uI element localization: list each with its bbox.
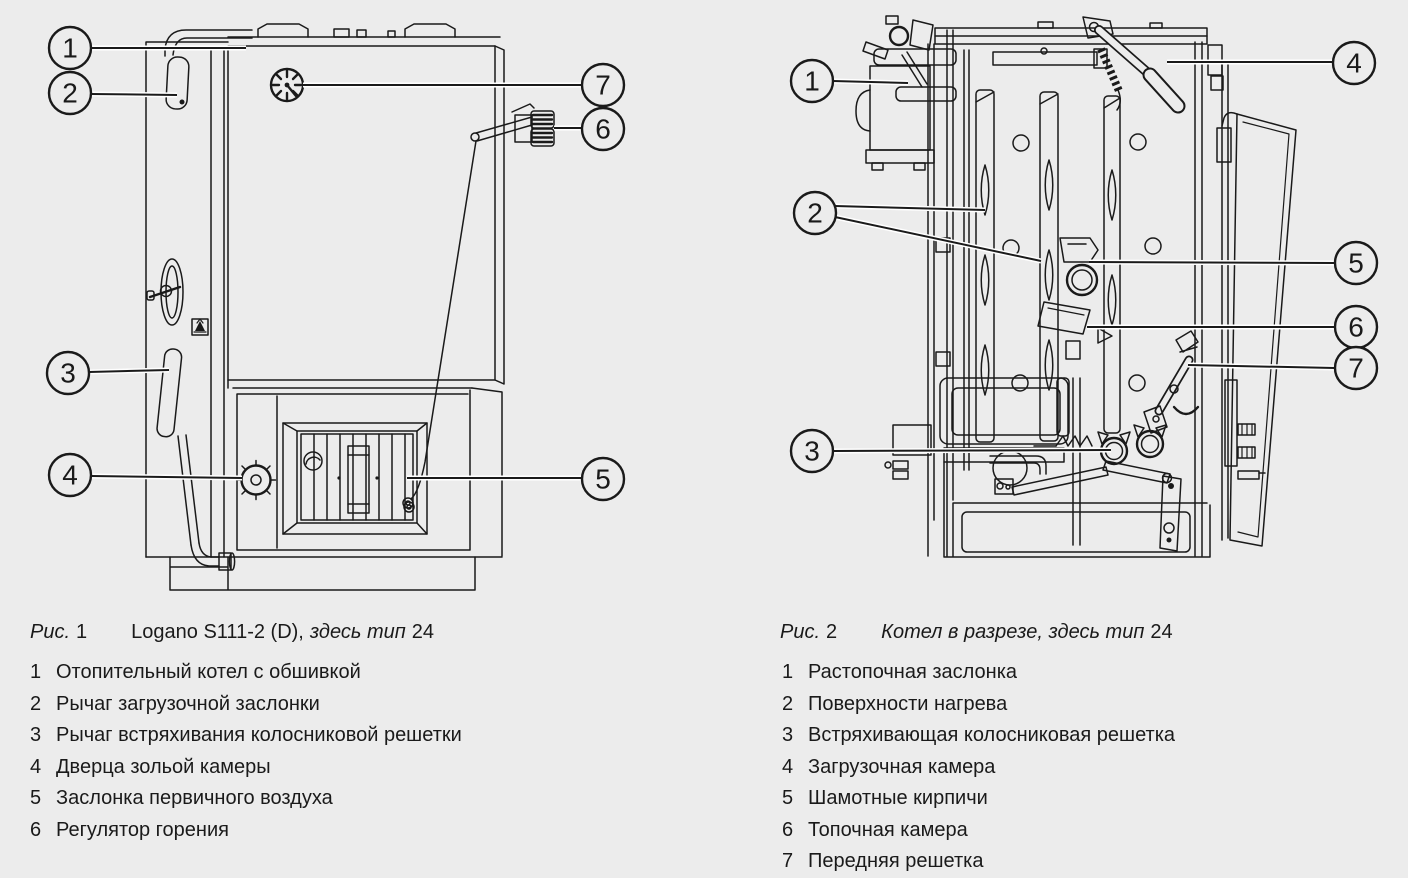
boiler-diagrams: 1 2 3 4 5 6 7: [45, 15, 1379, 591]
combustion-regulator: [402, 103, 555, 509]
figure2-callouts: 1 2 3 4 5 6 7: [789, 40, 1379, 474]
svg-text:5: 5: [1348, 248, 1364, 279]
svg-text:6: 6: [595, 114, 611, 145]
ash-door-assembly: [282, 422, 428, 535]
figure1-caption-title: Logano S111-2 (D),: [131, 621, 304, 643]
front-door-leaf: [1221, 111, 1297, 547]
svg-text:7: 7: [1348, 353, 1364, 384]
callout-fig2-7: 7: [1333, 345, 1379, 391]
svg-text:1: 1: [62, 33, 78, 64]
jacket-holes: [1002, 133, 1162, 392]
shaking-grate-mechanism: [994, 424, 1182, 552]
figure1-caption-number: 1: [76, 621, 88, 643]
figure2-leader-lines: [832, 59, 1336, 454]
figure2-caption-number: 2: [826, 621, 838, 643]
svg-text:3: 3: [60, 358, 76, 389]
callout-fig1-4: 4: [47, 452, 93, 498]
thermometer-gauge-icon: [269, 67, 305, 103]
callout-fig2-6: 6: [1333, 304, 1379, 350]
kindling-flap-mechanism: [855, 15, 957, 171]
callout-fig2-3: 3: [789, 428, 835, 474]
callout-fig2-1: 1: [789, 58, 835, 104]
callout-fig1-1: 1: [47, 25, 93, 71]
callout-fig2-5: 5: [1333, 240, 1379, 286]
boiler-shell-walls: [884, 21, 1232, 557]
side-oval-handle: [146, 258, 184, 326]
figure2-caption-title: Котел в разрезе, здесь тип: [881, 621, 1145, 643]
callout-fig1-7: 7: [580, 62, 626, 108]
callout-fig1-2: 2: [47, 70, 93, 116]
svg-text:5: 5: [595, 464, 611, 495]
callout-fig2-2: 2: [792, 190, 838, 236]
lower-panels-and-base: [939, 377, 1211, 558]
grate-shaking-lever: [156, 348, 236, 571]
svg-text:2: 2: [807, 198, 823, 229]
figure2-caption-label: Рис.: [780, 621, 821, 643]
svg-text:7: 7: [595, 70, 611, 101]
svg-text:3: 3: [804, 436, 820, 467]
ash-door-rosette-knob: [235, 459, 277, 501]
chamotte-brick-and-firebox: [1037, 237, 1113, 360]
figure2-diagram: 1 2 3 4 5 6 7: [789, 15, 1379, 558]
air-flap-knob: [303, 451, 323, 471]
figure1-callouts: 1 2 3 4 5 6 7: [45, 25, 626, 502]
figure1-leader-lines: [88, 45, 582, 481]
svg-text:4: 4: [1346, 48, 1362, 79]
callout-fig2-4: 4: [1331, 40, 1377, 86]
flame-symbol-icon: [191, 318, 209, 336]
front-grate-latch: [1143, 330, 1200, 434]
boiler-front-body: [145, 23, 505, 591]
callout-fig1-6: 6: [580, 106, 626, 152]
svg-text:2: 2: [62, 78, 78, 109]
figure1-caption-label: Рис.: [30, 621, 71, 643]
heating-surface-plates: [975, 89, 1121, 443]
figure1-diagram: 1 2 3 4 5 6 7: [45, 23, 626, 591]
regulator-pull-rod: [410, 140, 477, 500]
svg-text:6: 6: [1348, 312, 1364, 343]
svg-text:1: 1: [804, 66, 820, 97]
callout-fig1-3: 3: [45, 350, 91, 396]
svg-text:4: 4: [62, 460, 78, 491]
callout-fig1-5: 5: [580, 456, 626, 502]
loading-door-lever: [1082, 16, 1186, 114]
